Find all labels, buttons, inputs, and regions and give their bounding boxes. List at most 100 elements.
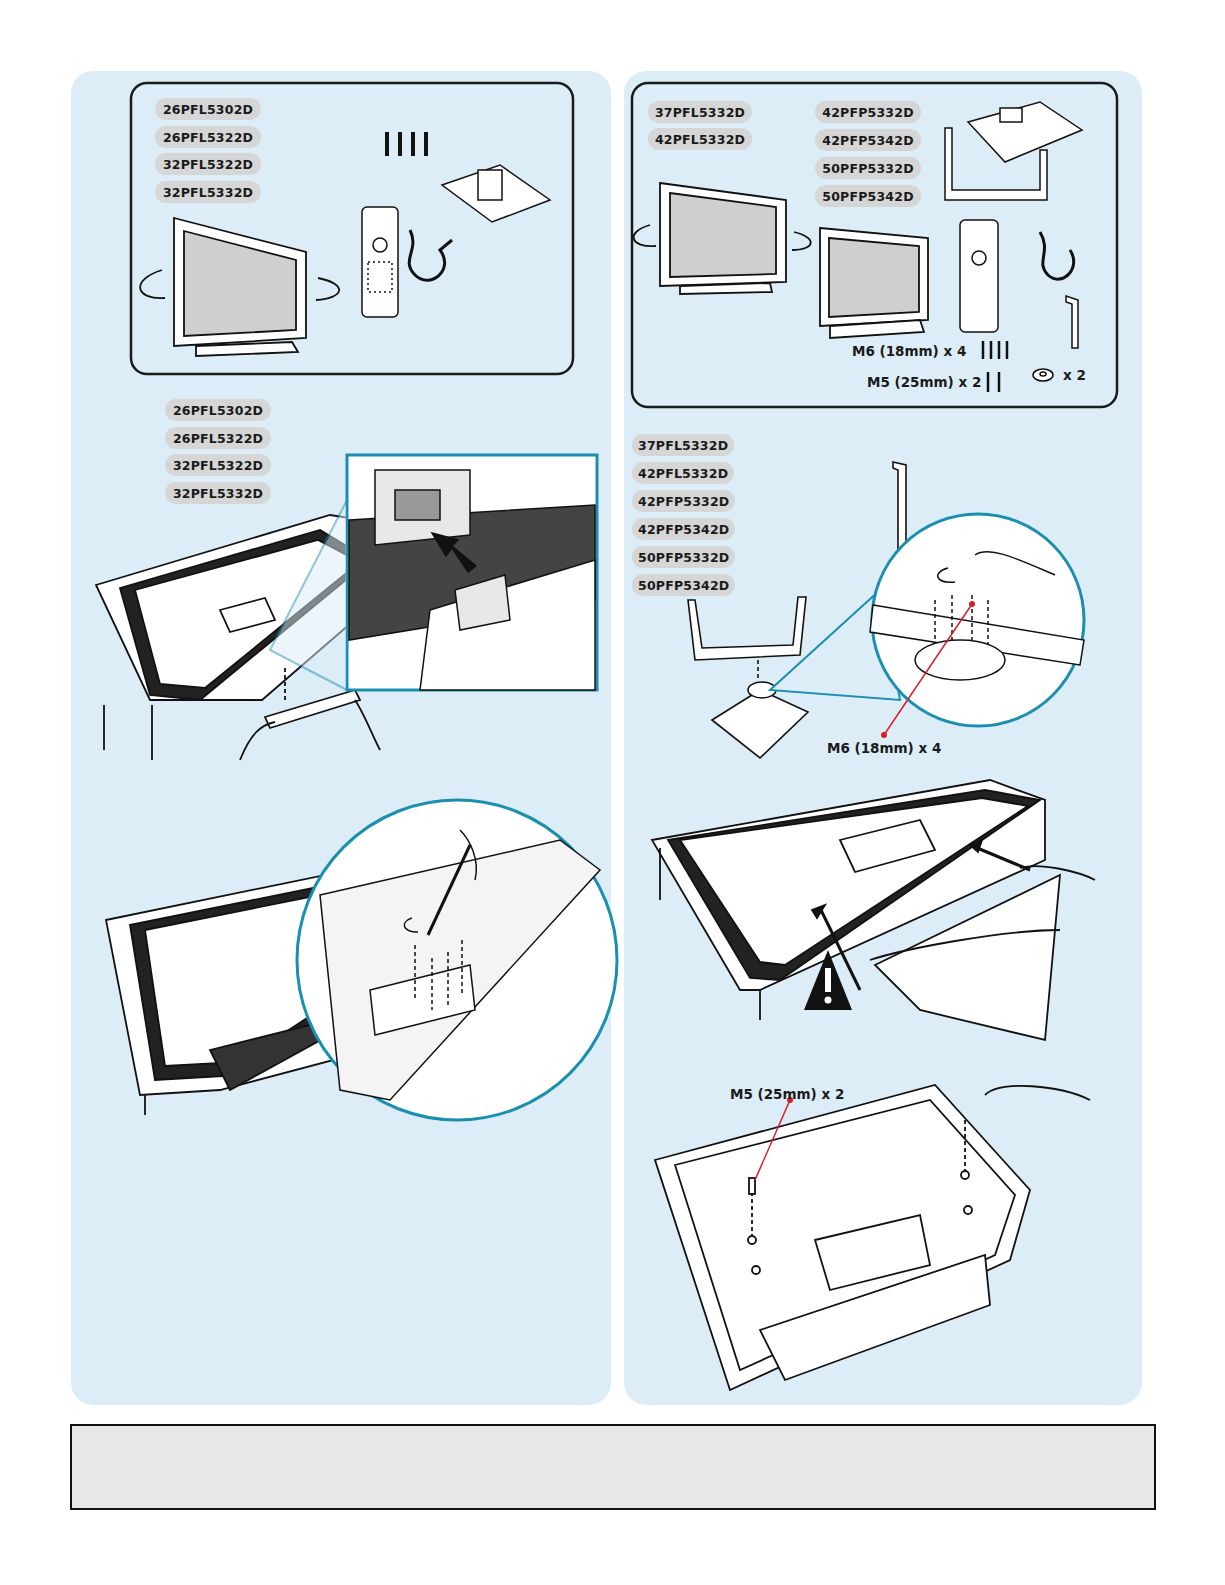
accessory-frame — [131, 83, 573, 374]
model-badge: 37PFL5332D — [648, 101, 752, 123]
stand — [875, 875, 1060, 1040]
screw — [982, 341, 985, 359]
remote-body — [362, 207, 398, 317]
model-name: 32PFL5332D — [173, 486, 263, 501]
remote — [362, 207, 398, 317]
screw — [385, 132, 389, 156]
tv-label — [840, 820, 935, 872]
stand-base — [712, 690, 808, 758]
power-cable — [409, 230, 452, 280]
model-name: 42PFL5332D — [638, 466, 728, 481]
screw — [987, 372, 990, 392]
model-name: 26PFL5302D — [163, 102, 253, 117]
remote-keys — [368, 262, 392, 292]
screw — [398, 132, 402, 156]
move-arrow — [757, 660, 759, 680]
screw-path — [431, 958, 433, 1010]
hands — [240, 700, 380, 760]
model-badge: 42PFP5332D — [632, 490, 735, 512]
table-leg — [151, 705, 153, 760]
model-badge: 42PFP5342D — [815, 129, 921, 151]
stand-bracket — [688, 597, 806, 660]
screws — [387, 132, 426, 156]
screw-path — [934, 600, 936, 640]
screw — [998, 372, 1001, 392]
screw — [998, 341, 1001, 359]
model-badge: 50PFP5342D — [815, 185, 921, 207]
model-name: 26PFL5302D — [173, 403, 263, 418]
remote-dpad — [373, 238, 387, 252]
screw-path — [461, 940, 463, 995]
model-name: 50PFP5342D — [638, 578, 729, 593]
tv-front — [140, 218, 339, 356]
leader-dot — [881, 732, 887, 738]
screw — [411, 132, 415, 156]
tv-back-panel — [320, 840, 600, 1100]
stand-base — [442, 165, 550, 222]
screw — [749, 1178, 755, 1194]
hands — [870, 866, 1095, 960]
model-name: 50PFP5342D — [822, 189, 913, 204]
model-badge: 26PFL5322D — [155, 126, 261, 148]
model-name: 26PFL5322D — [163, 130, 253, 145]
rotate-arrow — [938, 568, 955, 582]
tv-front — [634, 183, 811, 294]
warning-mark — [825, 968, 831, 992]
part-label: x 2 — [1063, 367, 1086, 383]
model-badge: 26PFL5322D — [165, 427, 271, 449]
model-badge: 50PFP5332D — [632, 546, 735, 568]
stand-neck — [478, 170, 502, 200]
stand-base — [968, 102, 1082, 162]
accessory-frame — [632, 83, 1117, 407]
table-leg — [144, 1095, 146, 1115]
screws — [983, 341, 1007, 392]
model-badge: 37PFL5332D — [632, 434, 734, 456]
hand — [975, 552, 1055, 575]
screw-path — [964, 1120, 966, 1170]
washer — [1033, 369, 1053, 381]
part-label: M6 (18mm) x 4 — [852, 343, 966, 359]
model-badge: 32PFL5332D — [165, 482, 271, 504]
model-name: 50PFP5332D — [822, 161, 913, 176]
stand-neck — [420, 560, 595, 690]
model-name: 32PFL5322D — [163, 157, 253, 172]
tv-screen — [829, 238, 919, 317]
model-badge: 42PFL5332D — [632, 462, 734, 484]
left-panel — [71, 71, 611, 1405]
model-name: 32PFL5322D — [173, 458, 263, 473]
remote-dpad — [972, 251, 986, 265]
tv-bezel — [660, 183, 786, 286]
model-name: 37PFL5332D — [655, 105, 745, 120]
table-leg — [103, 705, 105, 750]
rotate-arrow — [404, 918, 418, 932]
insert-arrow — [812, 905, 825, 918]
zoom-detail — [349, 470, 595, 690]
push-arrow — [432, 533, 476, 572]
screw-path — [414, 945, 416, 1000]
hand — [985, 1086, 1090, 1100]
leader-dot — [969, 601, 975, 607]
zoom-wedge — [270, 500, 347, 690]
model-badge: 32PFL5322D — [155, 153, 261, 175]
zoom-circle — [297, 800, 617, 1120]
tv-screen — [670, 193, 776, 277]
rotate-arrow — [634, 225, 656, 246]
model-name: 50PFP5332D — [638, 550, 729, 565]
part-label: M5 (25mm) x 2 — [730, 1086, 844, 1102]
stand — [442, 165, 550, 222]
model-badge: 50PFP5342D — [632, 574, 735, 596]
mount-arrow — [395, 490, 440, 520]
screw-hole — [748, 1236, 756, 1244]
model-badge: 42PFP5332D — [815, 101, 921, 123]
part-label: M6 (18mm) x 4 — [827, 740, 941, 756]
tv-stand — [196, 342, 298, 356]
note-box — [71, 1425, 1155, 1509]
power-cable — [1040, 232, 1074, 279]
screw-path — [987, 600, 989, 645]
leader-line — [884, 604, 972, 735]
model-badge: 32PFL5332D — [155, 181, 261, 203]
model-name: 42PFP5342D — [638, 522, 729, 537]
zoom-detail — [320, 830, 600, 1100]
stand-base — [760, 1255, 990, 1380]
